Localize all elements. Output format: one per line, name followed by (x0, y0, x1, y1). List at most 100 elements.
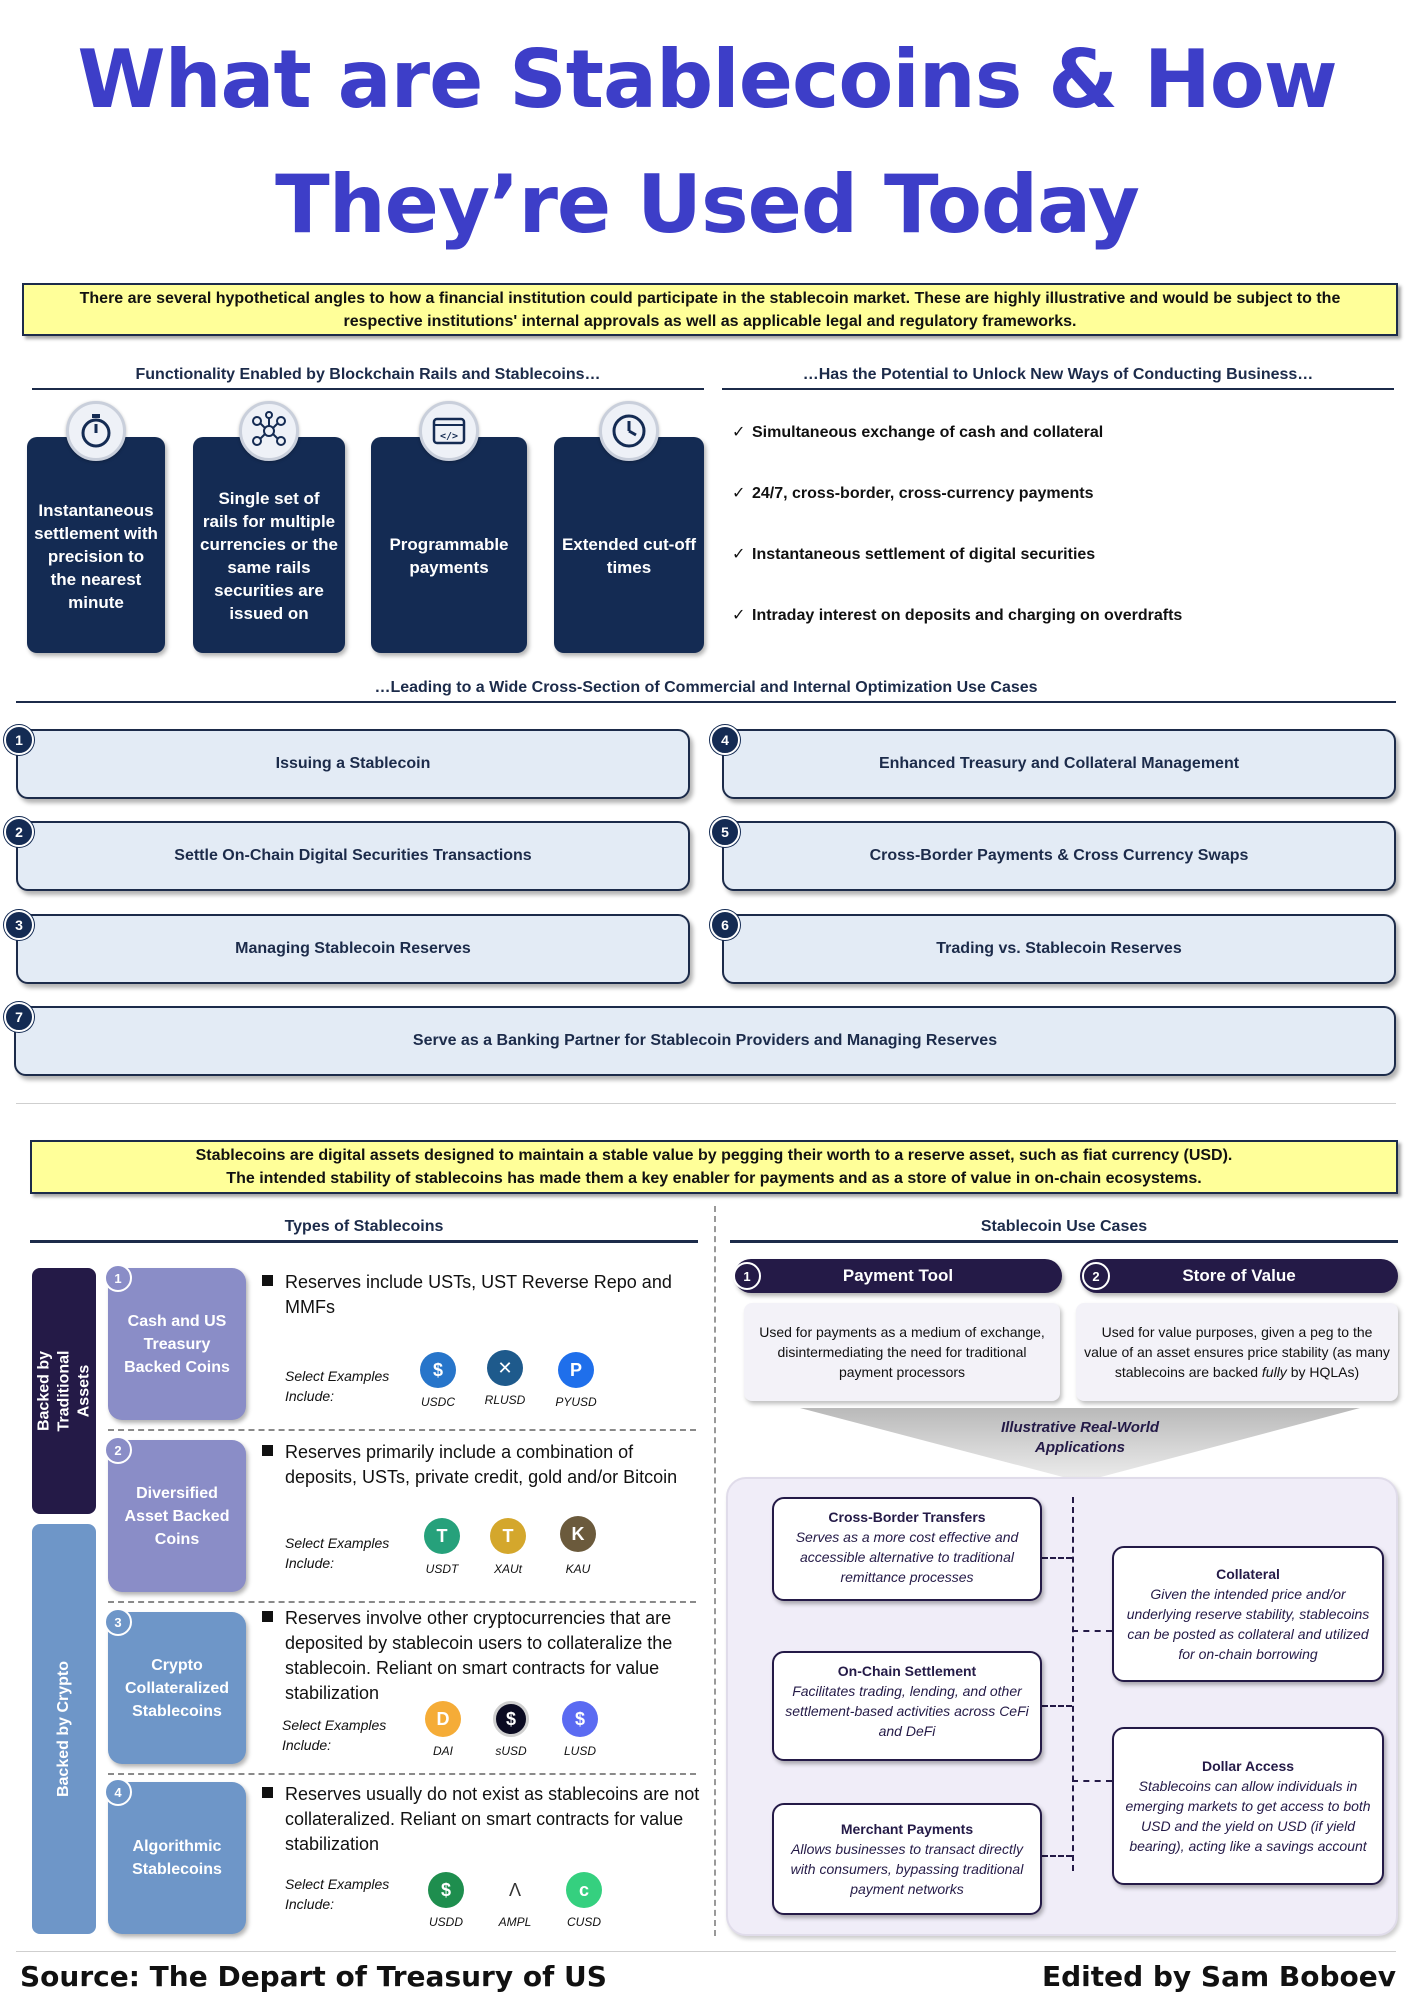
definition-note: Stablecoins are digital assets designed … (30, 1140, 1398, 1194)
type-description-text: Reserves primarily include a combination… (285, 1442, 678, 1487)
coin-symbol: $ (505, 1708, 516, 1729)
group-label: Backed by Crypto (55, 1660, 73, 1798)
group-crypto-bar: Backed by Crypto (32, 1524, 96, 1934)
check-icon: ✓ (732, 607, 746, 624)
type-separator (108, 1773, 696, 1775)
type-description: Reserves include USTs, UST Reverse Repo … (262, 1270, 698, 1320)
feature-card-single-rails: Single set of rails for multiple currenc… (193, 437, 345, 653)
coin-label: RLUSD (484, 1393, 526, 1407)
use-case-number: 5 (710, 817, 740, 847)
connector-line (1072, 1497, 1074, 1871)
coin-label: AMPL (498, 1915, 532, 1929)
dai-coin-icon: D (425, 1701, 461, 1737)
app-body: Given the intended price and/or underlyi… (1126, 1586, 1370, 1662)
section-divider (16, 1103, 1396, 1104)
svg-text:</>: </> (440, 431, 458, 442)
use-case-number: 6 (710, 910, 740, 940)
type-description-text: Reserves include USTs, UST Reverse Repo … (285, 1272, 672, 1317)
type-card-diversified: Diversified Asset Backed Coins (108, 1440, 246, 1592)
type-description: Reserves involve other cryptocurrencies … (262, 1606, 702, 1706)
type-card-label: Algorithmic Stablecoins (132, 1838, 222, 1878)
use-case-number: 1 (4, 725, 34, 755)
check-icon: ✓ (732, 485, 746, 502)
lusd-coin-icon: $ (562, 1701, 598, 1737)
connector-line (1042, 1705, 1072, 1707)
app-cross-border-transfers: Cross-Border Transfers Serves as a more … (772, 1497, 1042, 1601)
coin-symbol: D (436, 1708, 450, 1729)
intro-note: There are several hypothetical angles to… (22, 283, 1398, 336)
type-card-crypto-collateralized: Crypto Collateralized Stablecoins (108, 1612, 246, 1764)
rlusd-coin-icon: ✕ (487, 1350, 523, 1386)
connector-line (1042, 1855, 1072, 1857)
type-number: 2 (104, 1436, 132, 1464)
coin-symbol: T (502, 1525, 514, 1546)
pill-label: Payment Tool (842, 1266, 954, 1285)
coin-symbol: c (578, 1879, 589, 1900)
type-card-cash-treasury: Cash and US Treasury Backed Coins (108, 1268, 246, 1420)
app-title: Collateral (1216, 1566, 1280, 1582)
footer-divider (16, 1951, 1396, 1952)
coin-symbol: ✕ (497, 1357, 513, 1378)
use-case-label: Issuing a Stablecoin (275, 755, 431, 772)
definition-line: Stablecoins are digital assets designed … (195, 1147, 1233, 1164)
pill-label: Store of Value (1182, 1266, 1296, 1285)
app-body: Serves as a more cost effective and acce… (795, 1529, 1019, 1585)
type-number: 3 (104, 1608, 132, 1636)
coin-label: XAUt (493, 1562, 522, 1576)
use-case-label: Trading vs. Stablecoin Reserves (936, 940, 1182, 957)
susd-coin-icon: $ (493, 1701, 529, 1737)
ampl-coin-icon: Λ (497, 1872, 533, 1908)
use-case-number: 1 (733, 1262, 761, 1290)
use-case-3: Managing Stablecoin Reserves (16, 914, 690, 984)
page-title-line2: They’re Used Today (275, 158, 1140, 251)
type-description-text: Reserves involve other cryptocurrencies … (285, 1608, 673, 1703)
definition-line: The intended stability of stablecoins ha… (226, 1170, 1202, 1187)
editor-credit: Edited by Sam Boboev (1041, 1960, 1396, 1993)
type-number: 1 (104, 1264, 132, 1292)
feature-card-label: Single set of rails for multiple currenc… (200, 489, 338, 623)
coin-symbol: $ (574, 1708, 585, 1729)
use-case-5: Cross-Border Payments & Cross Currency S… (722, 821, 1396, 891)
use-case-number: 3 (4, 910, 34, 940)
type-description: Reserves primarily include a combination… (262, 1440, 698, 1490)
check-icon: ✓ (732, 424, 746, 441)
payment-tool-description: Used for payments as a medium of exchang… (744, 1303, 1060, 1401)
use-case-number: 2 (1082, 1262, 1110, 1290)
select-examples-label: Select Examples Include: (285, 1535, 390, 1571)
store-of-value-description: Used for value purposes, given a peg to … (1076, 1303, 1398, 1401)
connector-line (1072, 1630, 1112, 1632)
cusd-coin-icon: c (566, 1872, 602, 1908)
payment-tool-pill: Payment Tool (734, 1259, 1062, 1293)
source-credit: Source: The Depart of Treasury of US (20, 1960, 607, 1993)
coin-symbol: K (571, 1523, 585, 1544)
stopwatch-icon (66, 401, 126, 461)
types-heading: Types of Stablecoins (30, 1218, 698, 1243)
coin-symbol: Λ (508, 1879, 522, 1900)
use-case-number: 2 (4, 817, 34, 847)
feature-card-label: Instantaneous settlement with precision … (34, 500, 158, 612)
coin-label: USDD (428, 1915, 463, 1929)
network-icon (239, 401, 299, 461)
store-desc-part: Used for value purposes, given a peg to … (1084, 1324, 1390, 1380)
coin-label: LUSD (563, 1744, 596, 1758)
store-of-value-pill: Store of Value (1080, 1259, 1398, 1293)
potential-item: ✓24/7, cross-border, cross-currency paym… (732, 483, 1094, 503)
app-title: On-Chain Settlement (837, 1663, 977, 1679)
use-cases-heading: …Leading to a Wide Cross-Section of Comm… (16, 679, 1396, 703)
coin-label: USDC (420, 1395, 455, 1409)
potential-item: ✓Instantaneous settlement of digital sec… (732, 544, 1095, 564)
app-body: Stablecoins can allow individuals in eme… (1125, 1778, 1371, 1854)
use-case-label: Serve as a Banking Partner for Stablecoi… (412, 1032, 998, 1049)
coin-label: PYUSD (555, 1395, 597, 1409)
use-case-1: Issuing a Stablecoin (16, 729, 690, 799)
stablecoin-use-cases-heading: Stablecoin Use Cases (730, 1218, 1398, 1243)
clock-icon (599, 401, 659, 461)
potential-item-text: Simultaneous exchange of cash and collat… (752, 424, 1104, 441)
coin-symbol: $ (432, 1359, 443, 1380)
coin-label: CUSD (566, 1915, 601, 1929)
use-case-label: Enhanced Treasury and Collateral Managem… (878, 755, 1240, 772)
check-icon: ✓ (732, 546, 746, 563)
page-title-line1: What are Stablecoins & How (77, 33, 1337, 126)
use-case-2: Settle On-Chain Digital Securities Trans… (16, 821, 690, 891)
app-body: Facilitates trading, lending, and other … (785, 1683, 1029, 1739)
